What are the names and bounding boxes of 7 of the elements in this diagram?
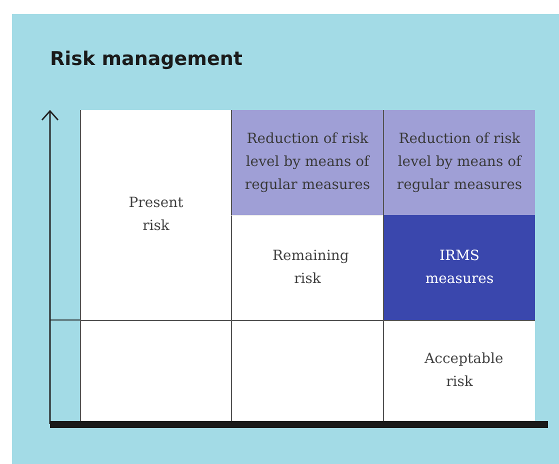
- grid-cell: Remaining risk: [231, 215, 383, 320]
- grid-cell: Acceptable risk: [383, 320, 535, 421]
- grid-cell: IRMS measures: [383, 215, 535, 320]
- grid-cell: Reduction of risk level by means of regular measures: [383, 110, 535, 215]
- grid-cell: Reduction of risk level by means of regular measures: [231, 110, 383, 215]
- title: Risk management: [50, 48, 242, 70]
- grid-cell: Present risk: [80, 110, 231, 320]
